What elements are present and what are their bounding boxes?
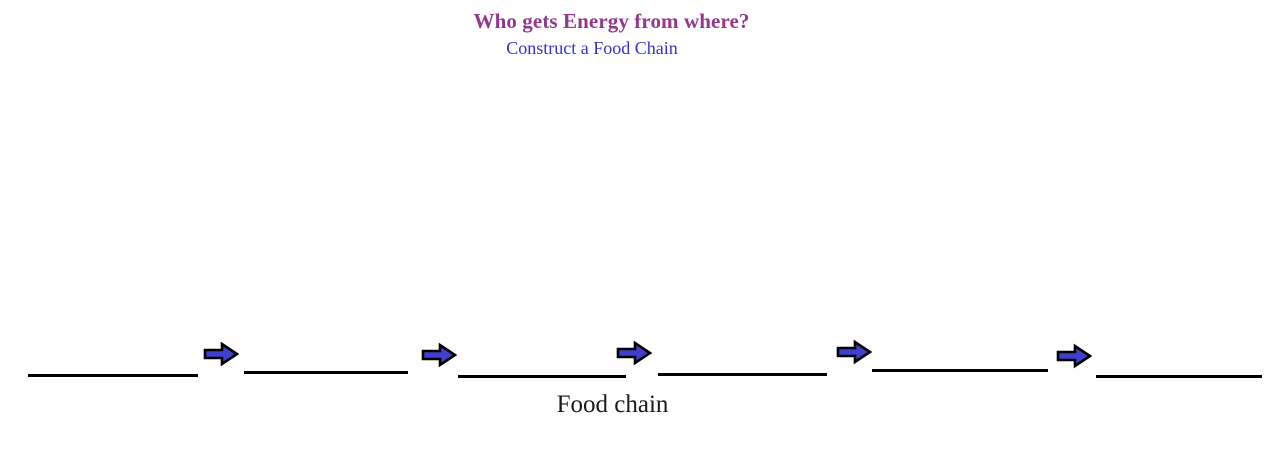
- food-chain-blank-5[interactable]: [872, 369, 1048, 372]
- right-arrow-icon-5: [1056, 343, 1092, 369]
- food-chain-caption: Food chain: [556, 391, 669, 418]
- page-title: Who gets Energy from where?: [473, 9, 750, 33]
- right-arrow-icon-1: [203, 341, 239, 367]
- right-arrow-icon-2: [421, 342, 457, 368]
- food-chain-blank-4[interactable]: [658, 373, 827, 376]
- food-chain-blank-1[interactable]: [28, 374, 198, 377]
- heading-block: Who gets Energy from where? Construct a …: [0, 8, 1283, 61]
- food-chain-blank-2[interactable]: [244, 371, 408, 374]
- right-arrow-icon-3: [616, 340, 652, 366]
- right-arrow-icon-4: [836, 339, 872, 365]
- page-subtitle: Construct a Food Chain: [506, 38, 678, 59]
- food-chain-blank-3[interactable]: [458, 375, 626, 378]
- food-chain-blank-6[interactable]: [1096, 375, 1262, 378]
